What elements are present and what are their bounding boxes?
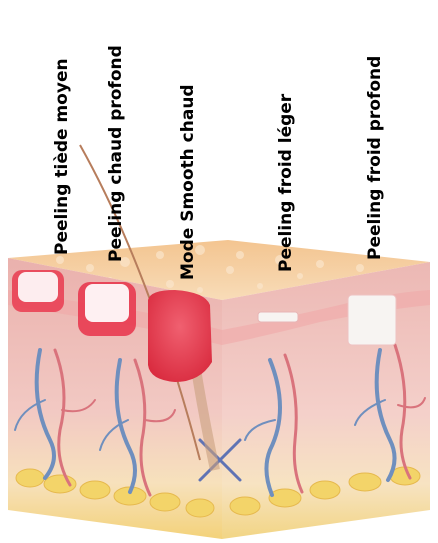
zone-peeling-froid-leger	[258, 312, 298, 322]
label-mode-smooth-chaud: Mode Smooth chaud	[178, 84, 198, 280]
label-peeling-froid-leger: Peeling froid léger	[276, 94, 296, 272]
zone-peeling-froid-profond	[348, 295, 396, 345]
zone-mode-smooth-chaud	[148, 290, 212, 382]
label-peeling-tiede-moyen: Peeling tiède moyen	[52, 58, 72, 255]
label-peeling-froid-profond: Peeling froid profond	[365, 56, 385, 260]
label-peeling-chaud-profond: Peeling chaud profond	[106, 45, 126, 262]
